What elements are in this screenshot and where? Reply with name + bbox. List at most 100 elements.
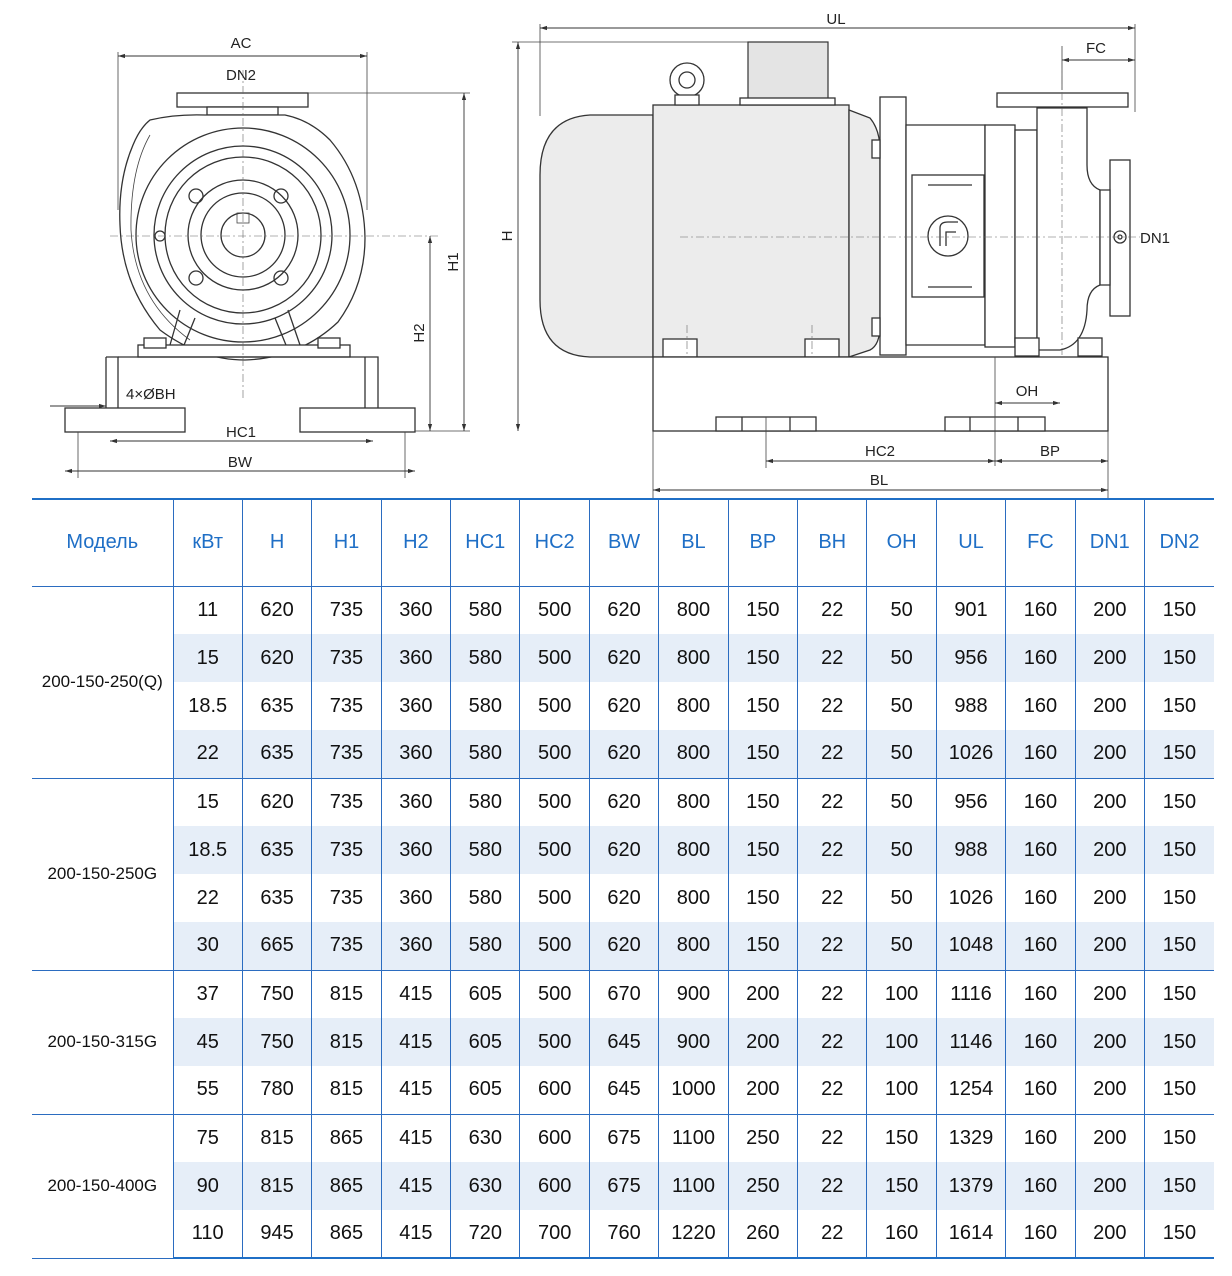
table-cell: 956 bbox=[935, 634, 1006, 682]
table-cell: 22 bbox=[797, 922, 867, 971]
table-cell: 500 bbox=[519, 634, 590, 682]
table-cell: 735 bbox=[311, 778, 382, 826]
table-cell: 580 bbox=[450, 826, 520, 874]
model-cell: 200-150-315G bbox=[32, 970, 174, 1115]
table-cell: 160 bbox=[1005, 634, 1076, 682]
table-cell: 260 bbox=[727, 1210, 798, 1259]
table-cell: 620 bbox=[588, 682, 659, 730]
h2-label: H2 bbox=[411, 323, 428, 342]
table-cell: 760 bbox=[588, 1210, 659, 1259]
table-cell: 22 bbox=[797, 634, 867, 682]
table-cell: 160 bbox=[1005, 586, 1076, 634]
table-cell: 735 bbox=[311, 874, 382, 922]
column-header: DN1 bbox=[1074, 498, 1145, 587]
table-cell: 988 bbox=[935, 682, 1006, 730]
table-cell: 150 bbox=[866, 1114, 937, 1162]
table-cell: 901 bbox=[935, 586, 1006, 634]
table-cell: 150 bbox=[1143, 682, 1214, 730]
column-header: BP bbox=[727, 498, 798, 587]
table-cell: 415 bbox=[380, 1114, 451, 1162]
table-cell: 150 bbox=[727, 874, 798, 922]
table-cell: 1614 bbox=[935, 1210, 1006, 1259]
table-cell: 200 bbox=[1074, 730, 1145, 779]
table-cell: 150 bbox=[727, 682, 798, 730]
table-cell: 160 bbox=[1005, 874, 1076, 922]
side-view: UL FC H bbox=[499, 11, 1170, 498]
table-cell: 250 bbox=[727, 1114, 798, 1162]
table-cell: 50 bbox=[866, 922, 937, 971]
table-cell: 800 bbox=[658, 730, 729, 779]
table-cell: 720 bbox=[450, 1210, 520, 1259]
table-cell: 1116 bbox=[935, 970, 1006, 1018]
table-cell: 150 bbox=[1143, 922, 1214, 971]
ul-label: UL bbox=[826, 11, 845, 28]
table-cell: 620 bbox=[588, 634, 659, 682]
table-cell: 945 bbox=[241, 1210, 312, 1259]
table-cell: 250 bbox=[727, 1162, 798, 1210]
table-cell: 150 bbox=[727, 826, 798, 874]
column-header: кВт bbox=[172, 498, 243, 587]
table-cell: 645 bbox=[588, 1018, 659, 1066]
table-cell: 110 bbox=[172, 1210, 243, 1259]
table-cell: 800 bbox=[658, 634, 729, 682]
table-cell: 415 bbox=[380, 1066, 451, 1115]
table-cell: 620 bbox=[241, 634, 312, 682]
table-cell: 1329 bbox=[935, 1114, 1006, 1162]
table-cell: 500 bbox=[519, 586, 590, 634]
table-cell: 1146 bbox=[935, 1018, 1006, 1066]
table-cell: 735 bbox=[311, 682, 382, 730]
table-cell: 580 bbox=[450, 922, 520, 971]
table-cell: 600 bbox=[519, 1114, 590, 1162]
table-cell: 50 bbox=[866, 634, 937, 682]
table-cell: 800 bbox=[658, 922, 729, 971]
column-header: OH bbox=[866, 498, 937, 587]
table-cell: 150 bbox=[727, 922, 798, 971]
table-cell: 500 bbox=[519, 970, 590, 1018]
oh-label: OH bbox=[1016, 383, 1039, 400]
table-cell: 22 bbox=[172, 730, 243, 779]
front-view: AC DN2 H1 H2 4×ØBH HC1 BW bbox=[50, 35, 470, 478]
table-cell: 956 bbox=[935, 778, 1006, 826]
table-cell: 160 bbox=[1005, 1162, 1076, 1210]
fc-label: FC bbox=[1086, 40, 1106, 57]
column-header: H1 bbox=[311, 498, 382, 587]
column-header: H bbox=[241, 498, 312, 587]
table-cell: 635 bbox=[241, 874, 312, 922]
dn1-label: DN1 bbox=[1140, 230, 1170, 247]
table-cell: 22 bbox=[172, 874, 243, 922]
table-cell: 635 bbox=[241, 730, 312, 779]
table-cell: 815 bbox=[311, 1018, 382, 1066]
table-cell: 30 bbox=[172, 922, 243, 971]
table-cell: 22 bbox=[797, 874, 867, 922]
table-cell: 200 bbox=[1074, 874, 1145, 922]
table-cell: 635 bbox=[241, 682, 312, 730]
table-cell: 160 bbox=[1005, 1018, 1076, 1066]
table-cell: 50 bbox=[866, 730, 937, 779]
table-cell: 900 bbox=[658, 1018, 729, 1066]
table-cell: 200 bbox=[727, 970, 798, 1018]
table-cell: 200 bbox=[1074, 634, 1145, 682]
table-cell: 630 bbox=[450, 1162, 520, 1210]
table-cell: 1379 bbox=[935, 1162, 1006, 1210]
table-cell: 18.5 bbox=[172, 826, 243, 874]
table-cell: 150 bbox=[1143, 778, 1214, 826]
table-cell: 22 bbox=[797, 1162, 867, 1210]
table-cell: 200 bbox=[1074, 922, 1145, 971]
table-cell: 800 bbox=[658, 586, 729, 634]
table-cell: 160 bbox=[1005, 682, 1076, 730]
table-cell: 18.5 bbox=[172, 682, 243, 730]
table-cell: 735 bbox=[311, 826, 382, 874]
column-header: BH bbox=[797, 498, 867, 587]
table-cell: 200 bbox=[727, 1018, 798, 1066]
table-cell: 160 bbox=[1005, 1210, 1076, 1259]
table-cell: 160 bbox=[1005, 778, 1076, 826]
table-cell: 22 bbox=[797, 586, 867, 634]
table-cell: 620 bbox=[241, 778, 312, 826]
